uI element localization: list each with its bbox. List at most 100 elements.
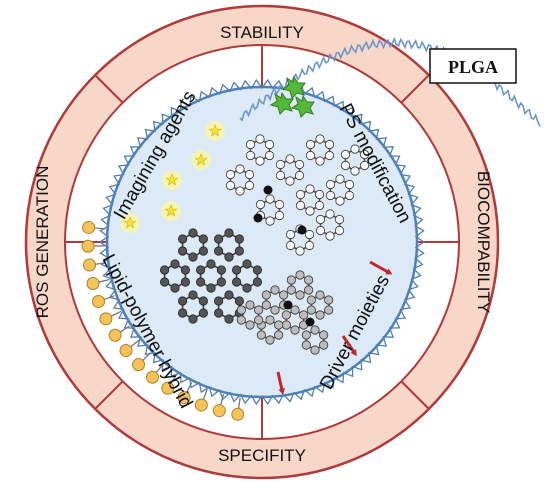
star-icon [123, 216, 137, 229]
atom [254, 315, 264, 325]
atom [295, 189, 306, 200]
lipid-tail [155, 363, 164, 374]
star-icon [165, 173, 179, 186]
atom [285, 229, 296, 240]
ring-dividers [95, 75, 429, 409]
atom [265, 194, 275, 204]
ring-label-right: BIOCOMPABILITY [474, 171, 493, 313]
atom [335, 196, 345, 206]
atom [315, 134, 325, 144]
atom-dark [305, 317, 315, 327]
atom [325, 190, 336, 201]
atom [304, 285, 314, 295]
atom [301, 330, 311, 340]
lipid-icon [212, 404, 226, 418]
imaging-agents [120, 121, 225, 233]
arrow-shaft [341, 335, 356, 353]
atom [216, 265, 226, 275]
atom [281, 310, 291, 320]
atom [160, 277, 170, 287]
atom [324, 150, 335, 161]
atom-dark [263, 185, 273, 195]
drug-star-icon [269, 91, 294, 115]
atom [265, 335, 275, 345]
shell-outline [105, 85, 419, 399]
lipid-tail [97, 278, 110, 283]
atom [305, 206, 315, 216]
lipid-tail [102, 295, 115, 301]
arrow-icon [350, 349, 357, 357]
atom [324, 139, 335, 150]
atom [270, 305, 280, 315]
atom [234, 246, 244, 256]
atom [285, 154, 295, 164]
lipid-icon [194, 398, 208, 412]
atom [255, 199, 266, 210]
atom [232, 265, 242, 275]
atom [178, 296, 188, 306]
atom [255, 156, 265, 166]
atom [264, 150, 275, 161]
atom [275, 170, 286, 181]
plga-box [429, 48, 517, 84]
lipid-icon [177, 391, 191, 405]
atom [305, 150, 316, 161]
atom [304, 275, 314, 285]
star-icon [164, 204, 178, 217]
atom [198, 308, 208, 318]
atom [236, 315, 246, 325]
atom [178, 234, 188, 244]
atom [299, 310, 309, 320]
atom [188, 252, 198, 262]
atom [325, 231, 335, 241]
atom [314, 189, 325, 200]
atom [234, 296, 244, 306]
atom [306, 295, 316, 305]
atom [305, 184, 315, 194]
atom [344, 190, 355, 201]
lipid-icon [132, 358, 146, 372]
atom-dark [283, 300, 293, 310]
ring-label-left: ROS GENERATION [33, 166, 52, 319]
atom [178, 246, 188, 256]
atom [252, 277, 262, 287]
lipid-layer [81, 220, 245, 421]
atom [310, 345, 320, 355]
atom [235, 186, 245, 196]
atom [359, 160, 370, 171]
atom [290, 325, 300, 335]
atom [188, 290, 198, 300]
atom [305, 139, 316, 150]
atom [252, 265, 262, 275]
atom [314, 200, 325, 211]
atom [275, 159, 286, 170]
atom [315, 290, 325, 300]
atom [198, 296, 208, 306]
atom [315, 310, 325, 320]
atom [310, 325, 320, 335]
atom [232, 277, 242, 287]
atom [225, 180, 236, 191]
atom [254, 305, 264, 315]
atom [264, 139, 275, 150]
atom [265, 315, 275, 325]
atom [306, 305, 316, 315]
atom [325, 209, 335, 219]
atom-dark [253, 213, 263, 223]
atom [188, 228, 198, 238]
atom [244, 169, 255, 180]
atom [270, 285, 280, 295]
lipid-tail [94, 262, 107, 265]
atom [285, 240, 296, 251]
atom [188, 314, 198, 324]
atom [180, 265, 190, 275]
atom [214, 308, 224, 318]
atom [281, 320, 291, 330]
lipid-icon [86, 277, 100, 291]
lipid-tail [141, 352, 152, 362]
atom [334, 225, 345, 236]
atom [315, 225, 326, 236]
atom [206, 259, 216, 269]
atom [198, 246, 208, 256]
atom [334, 214, 345, 225]
